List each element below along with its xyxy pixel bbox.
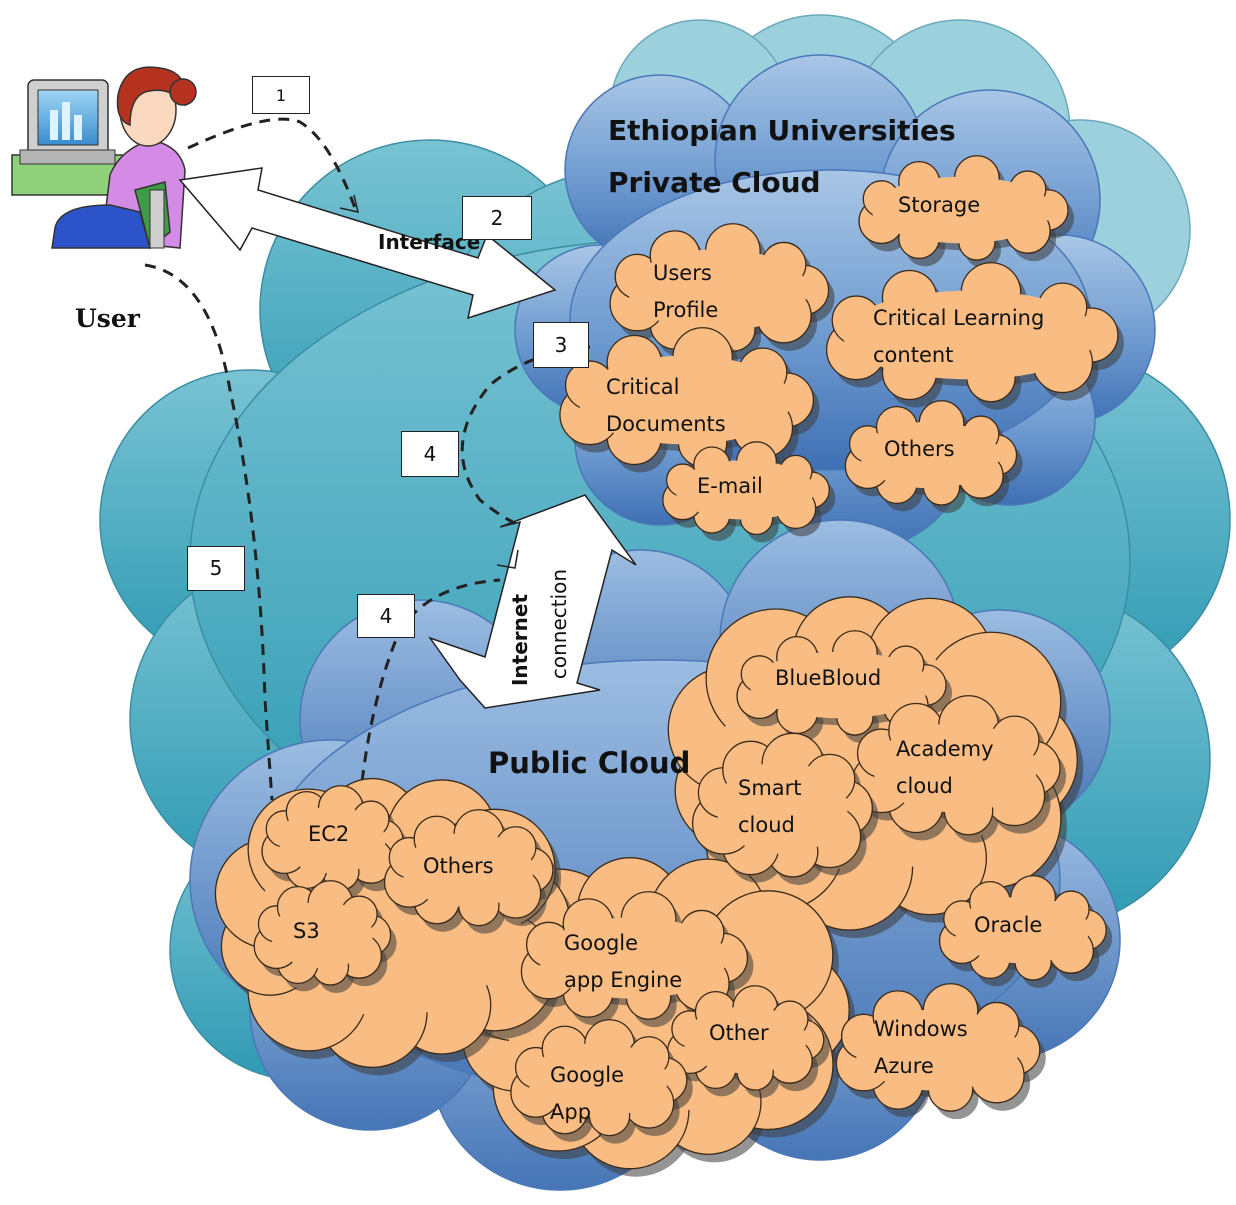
private-cloud-title-line2: Private Cloud xyxy=(608,166,821,199)
s3-cloud xyxy=(253,880,397,994)
academy-cloud xyxy=(851,695,1066,843)
s3-label: S3 xyxy=(293,919,320,943)
private-cloud-title-line1: Ethiopian Universities xyxy=(608,114,956,147)
private-others-label: Others xyxy=(884,437,955,461)
step-box-3: 3 xyxy=(533,322,589,368)
user-icon xyxy=(11,66,197,250)
step-box-4b: 4 xyxy=(357,594,415,638)
step-connectors xyxy=(144,117,591,801)
google-app-engine-cloud xyxy=(520,891,754,1028)
other-cloud xyxy=(667,985,830,1099)
connector-1 xyxy=(187,117,357,209)
ec2-label: EC2 xyxy=(308,822,350,846)
bluebloud-cloud xyxy=(736,630,953,744)
connector-3 xyxy=(460,345,591,527)
interface-arrow xyxy=(178,167,557,320)
public-others-cloud xyxy=(383,809,559,934)
smart-cloud xyxy=(691,732,879,885)
email-label: E-mail xyxy=(697,474,763,498)
google-app-cloud xyxy=(510,1019,693,1144)
other-label: Other xyxy=(709,1021,769,1045)
step-box-2: 2 xyxy=(462,196,532,240)
critical-documents-cloud xyxy=(559,327,820,475)
internet-arrow xyxy=(428,494,637,709)
internet-label-line1: Internet xyxy=(508,593,532,687)
internet-label-line2: connection xyxy=(547,568,571,680)
bluebloud-label: BlueBloud xyxy=(775,666,882,690)
private-others-cloud xyxy=(844,400,1023,514)
oracle-label: Oracle xyxy=(974,913,1043,937)
step-box-5: 5 xyxy=(187,546,245,591)
windows-azure-cloud xyxy=(835,983,1046,1120)
step-box-1: 1 xyxy=(252,76,310,114)
public-others-label: Others xyxy=(423,854,494,878)
connector-5 xyxy=(144,263,274,801)
critical-learning-cloud xyxy=(825,262,1124,410)
step-box-4a: 4 xyxy=(401,431,459,477)
email-cloud xyxy=(662,441,836,543)
oracle-cloud xyxy=(938,875,1113,989)
storage-cloud xyxy=(858,155,1075,269)
storage-label: Storage xyxy=(898,193,981,217)
public-cloud-title: Public Cloud xyxy=(488,746,691,780)
user-label: User xyxy=(75,304,140,333)
